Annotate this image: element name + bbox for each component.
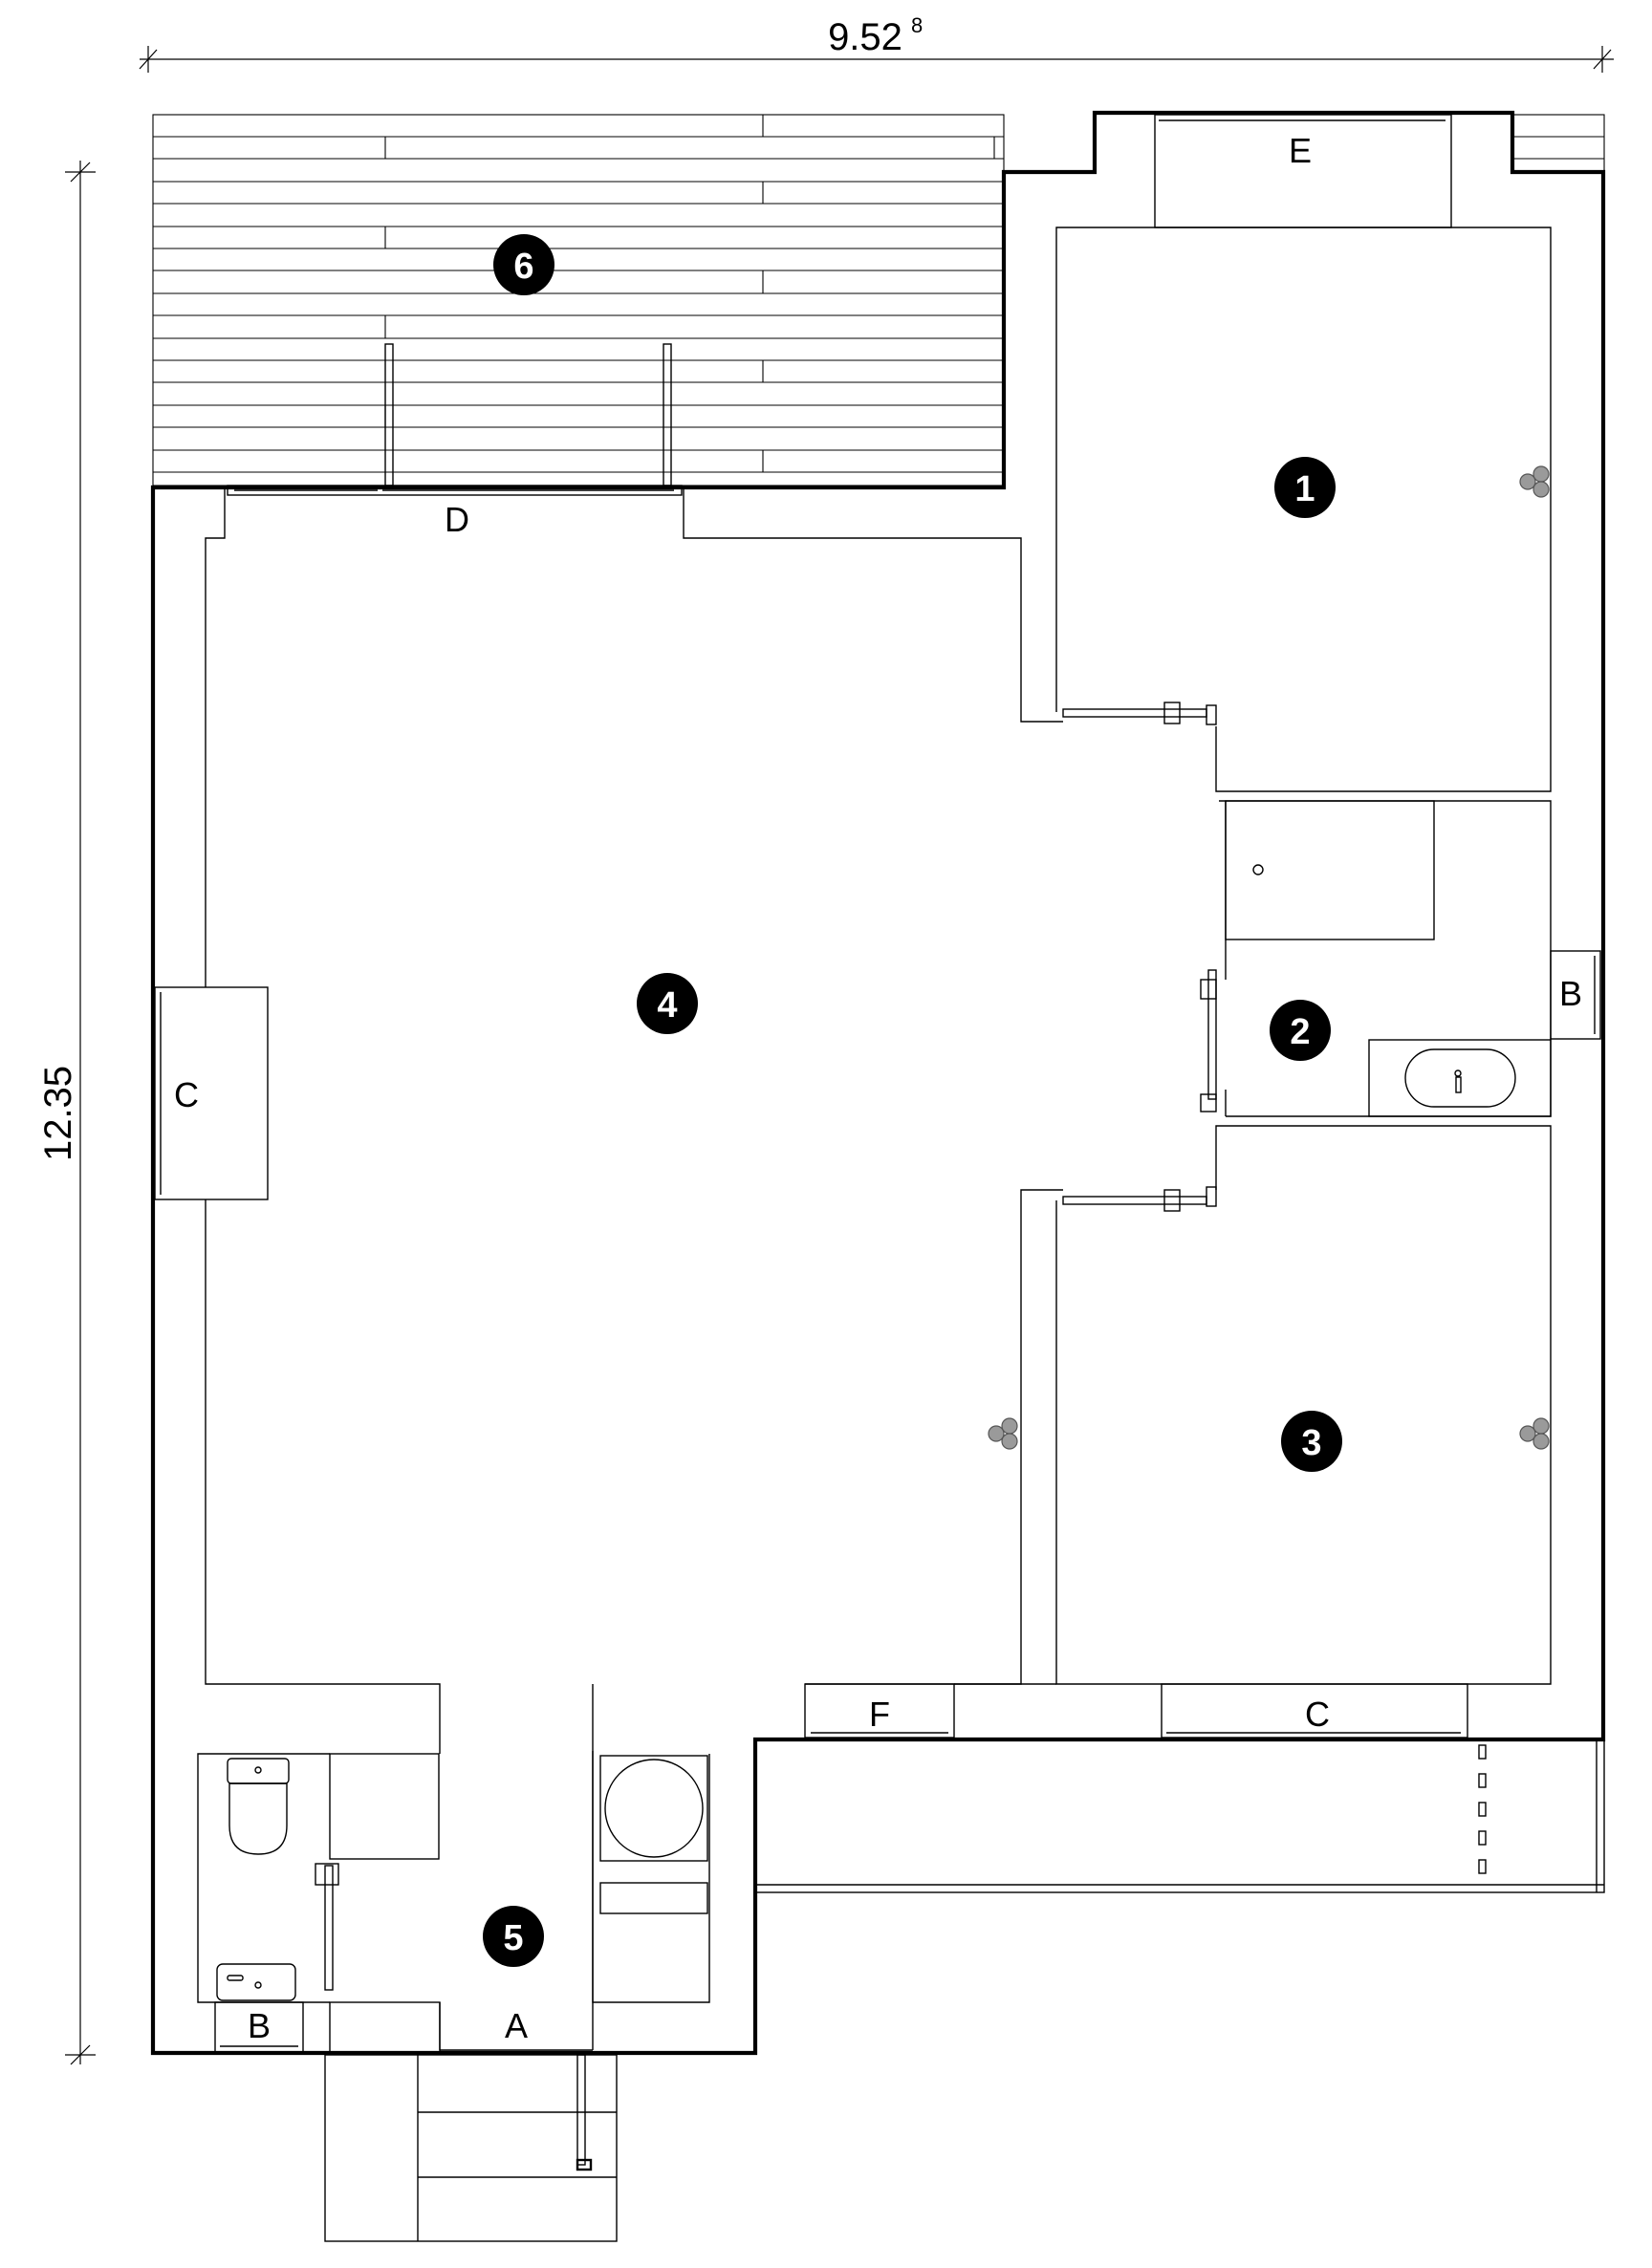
- window-c-room3: [1161, 1683, 1468, 1739]
- room-3-outline: [1055, 1125, 1552, 1685]
- room-marker-2: 2: [1270, 1000, 1331, 1061]
- wc-sink: [216, 1963, 296, 2001]
- label-b-wc: B: [248, 2006, 271, 2045]
- wall-lamp-room-1: [1519, 465, 1550, 498]
- room-2-outline: [1219, 800, 1552, 1117]
- door-d: [227, 485, 683, 496]
- room-number-1: 1: [1294, 469, 1315, 509]
- wall-lamp-room-4: [988, 1417, 1018, 1450]
- room-number-5: 5: [503, 1918, 523, 1958]
- room-marker-6: 6: [493, 234, 554, 295]
- window-e: [1154, 114, 1452, 228]
- washing-machine: [599, 1755, 708, 1914]
- door-wc: [315, 1863, 339, 1991]
- terrace-railing: [384, 343, 672, 486]
- toilet: [227, 1758, 290, 1855]
- wall-lamp-room-3: [1519, 1417, 1550, 1450]
- room-marker-5: 5: [483, 1906, 544, 1967]
- wc-room: [197, 1753, 441, 2054]
- sink-bath: [1368, 1039, 1552, 1117]
- room-number-4: 4: [657, 985, 677, 1026]
- door-room-3: [1062, 1186, 1217, 1212]
- exterior-wall: [150, 110, 1606, 2056]
- bathtub: [1225, 800, 1435, 940]
- door-room-2: [1200, 969, 1217, 1112]
- label-f: F: [869, 1695, 890, 1734]
- room-marker-4: 4: [637, 973, 698, 1034]
- width-label-superscript: 8: [911, 13, 923, 37]
- label-c-living: C: [174, 1075, 199, 1114]
- room-number-3: 3: [1301, 1423, 1321, 1463]
- room-marker-3: 3: [1281, 1411, 1342, 1472]
- label-d: D: [445, 500, 469, 539]
- door-room-1: [1062, 702, 1217, 725]
- room-marker-1: 1: [1274, 457, 1336, 518]
- room-1-outline: [1055, 227, 1552, 792]
- utility-outline: [592, 1751, 710, 2003]
- window-f: [804, 1683, 955, 1739]
- width-dimension: 9.52 8: [139, 13, 1614, 73]
- height-dimension: 12.35: [37, 161, 96, 2065]
- room-number-2: 2: [1290, 1012, 1310, 1052]
- label-c-room3: C: [1305, 1695, 1330, 1734]
- label-b-bath: B: [1559, 974, 1582, 1013]
- width-label: 9.52: [828, 16, 902, 58]
- window-b-bath: [1550, 950, 1601, 1040]
- label-a: A: [505, 2006, 528, 2045]
- entrance-steps: [324, 2054, 618, 2242]
- window-c-living: [154, 986, 269, 1200]
- room-number-6: 6: [513, 247, 533, 287]
- room-4-outline: [205, 487, 1063, 2050]
- height-label: 12.35: [37, 1066, 79, 1161]
- terrace-decking: [152, 114, 1605, 486]
- label-e: E: [1289, 131, 1312, 170]
- side-deck: [754, 1739, 1605, 1893]
